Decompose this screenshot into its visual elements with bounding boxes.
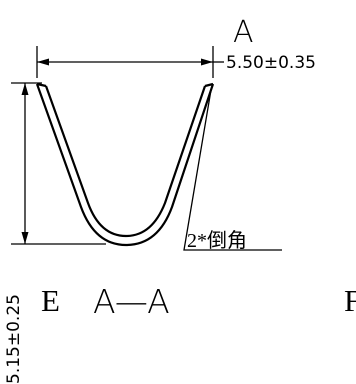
letter-f: F (344, 283, 356, 318)
u-profile-outer (35, 83, 215, 247)
u-profile-inner (44, 85, 207, 238)
height-arrow-bottom (21, 232, 29, 244)
height-dimension-text: 5.15±0.25 (4, 294, 24, 384)
width-arrow-right (201, 58, 213, 66)
section-label: A—A (93, 282, 170, 321)
height-arrow-top (21, 83, 29, 95)
chamfer-note: 2*倒角 (187, 229, 247, 252)
width-arrow-left (37, 58, 49, 66)
view-label-a: A (233, 15, 254, 50)
chamfer-leader-line (183, 89, 282, 251)
u-profile-cap-right (204, 82, 214, 88)
height-dimension-line (11, 82, 106, 245)
width-dimension-line (36, 46, 224, 78)
width-dimension-text: 5.50±0.35 (226, 53, 316, 73)
letter-e: E (41, 283, 60, 318)
u-profile-cap-left (36, 82, 47, 88)
